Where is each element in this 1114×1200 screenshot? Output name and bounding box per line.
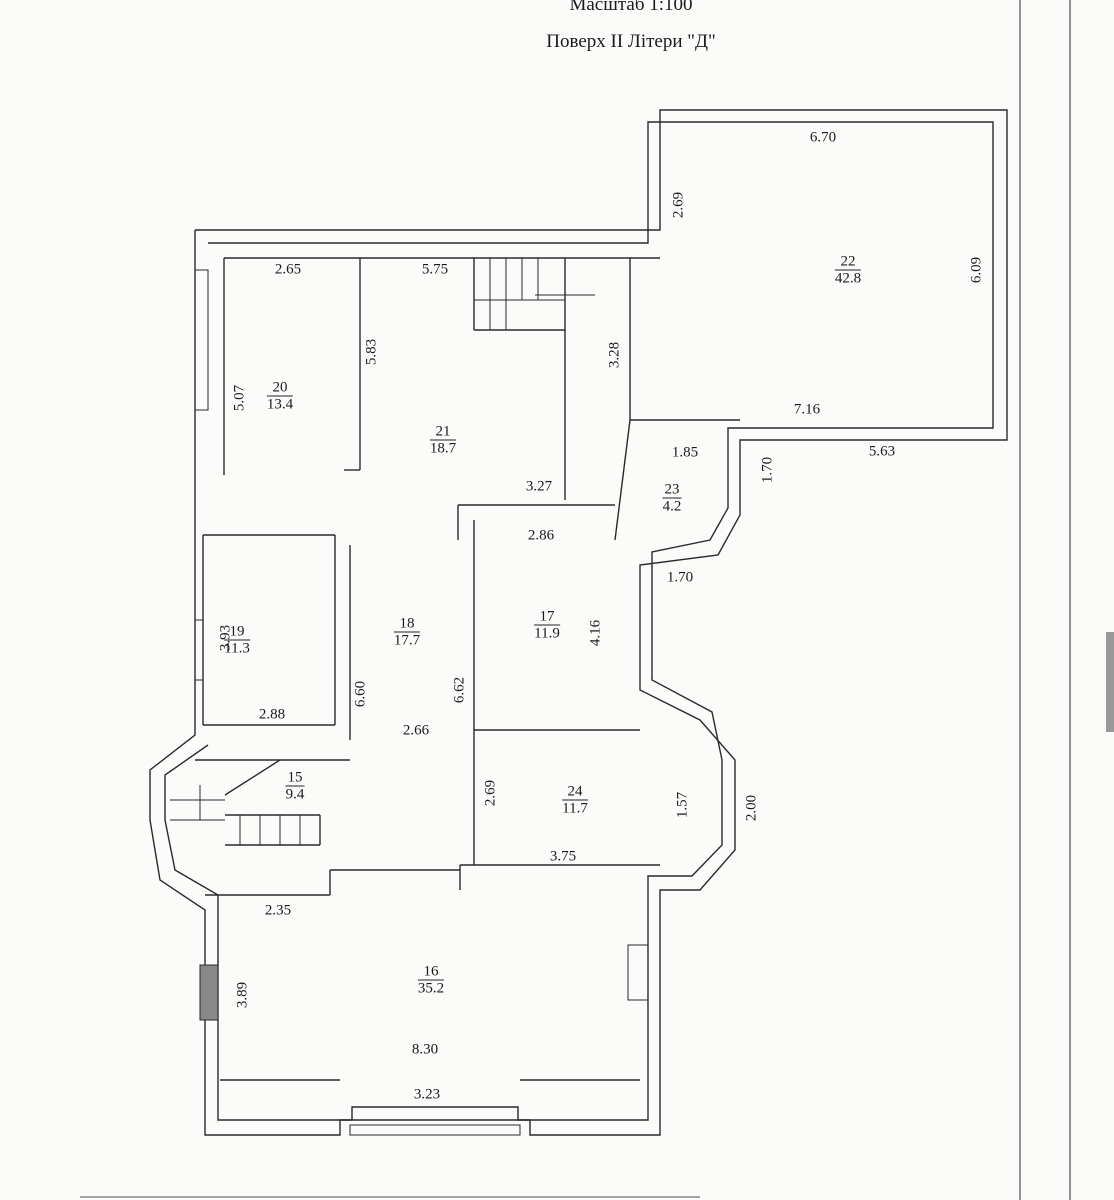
dimension-label: 5.83 xyxy=(363,338,380,366)
dimension-label: 2.35 xyxy=(264,902,292,919)
dimension-label: 2.69 xyxy=(482,779,499,807)
dimension-label: 3.28 xyxy=(606,341,623,369)
scrollbar[interactable] xyxy=(1106,632,1114,732)
dimension-label: 3.27 xyxy=(525,478,553,495)
outer-walls xyxy=(149,109,1008,1136)
dimension-label: 7.16 xyxy=(793,401,821,418)
dimension-label: 3.75 xyxy=(549,848,577,865)
dimension-label: 2.00 xyxy=(743,794,760,822)
dimension-label: 6.09 xyxy=(968,256,985,284)
staircase xyxy=(170,258,595,846)
dimension-label: 3.93 xyxy=(217,624,234,652)
dimension-label: 2.88 xyxy=(258,706,286,723)
dimension-label: 2.86 xyxy=(527,527,555,544)
dimension-label: 8.30 xyxy=(411,1041,439,1058)
dimension-label: 6.60 xyxy=(352,680,369,708)
dimension-label: 4.16 xyxy=(587,619,604,647)
dimension-label: 5.63 xyxy=(868,443,896,460)
dimension-label: 1.70 xyxy=(666,569,694,586)
plan-scale: Масштаб 1:100 xyxy=(569,0,693,15)
dimension-label: 1.85 xyxy=(671,444,699,461)
dimension-label: 2.69 xyxy=(670,191,687,219)
dimension-label: 2.66 xyxy=(402,722,430,739)
dimension-label: 3.23 xyxy=(413,1086,441,1103)
dimension-label: 1.57 xyxy=(674,791,691,819)
dimension-label: 5.07 xyxy=(231,384,248,412)
exterior-staircase xyxy=(1019,0,1071,1200)
dimension-label: 2.65 xyxy=(274,261,302,278)
plan-title: Поверх II Літери "Д" xyxy=(546,31,716,52)
dimension-label: 6.70 xyxy=(809,129,837,146)
dimension-label: 6.62 xyxy=(451,676,468,704)
dimension-label: 1.70 xyxy=(759,456,776,484)
windows xyxy=(194,269,649,1136)
dimension-label: 3.89 xyxy=(234,981,251,1009)
dimension-label: 5.75 xyxy=(421,261,449,278)
